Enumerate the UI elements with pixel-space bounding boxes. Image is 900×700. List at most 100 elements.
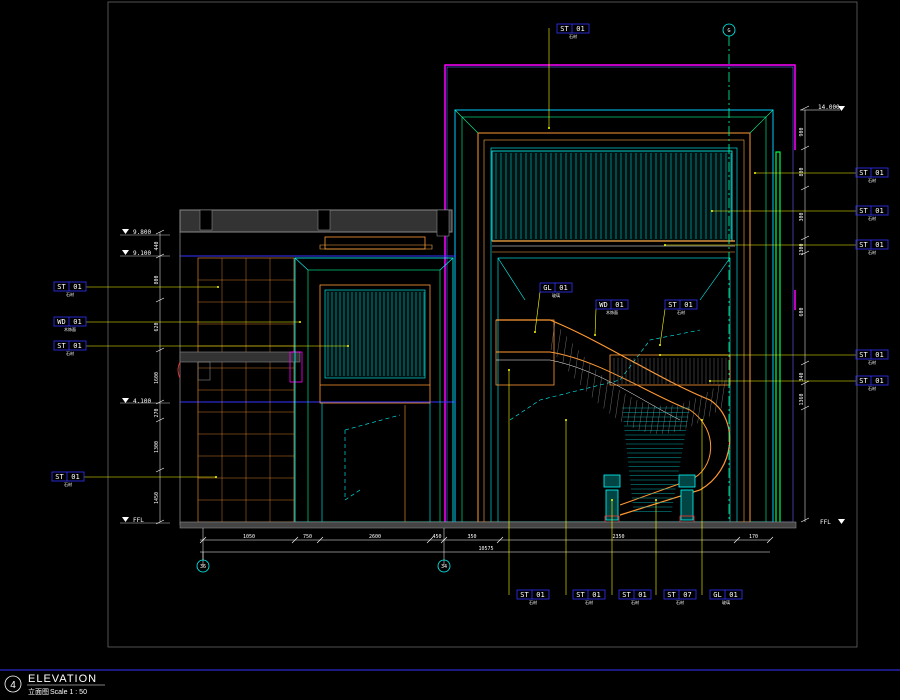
right-dim-label: 300 [799,212,805,221]
tag-number: 01 [615,301,623,309]
tag-number: 07 [683,591,691,599]
tag-code: ST [859,241,868,249]
left-elevation [177,209,456,525]
bottom-dim-label: 750 [303,534,312,540]
tag-code: ST [859,377,868,385]
tag-material: 石材 [868,249,876,255]
left-dim-label: 440 [154,241,160,250]
tag-code: WD [599,301,607,309]
bottom-dim-label: 450 [432,534,441,540]
tag-code: ST [667,591,676,599]
tag-number: 01 [73,318,81,326]
left-dim-label: 270 [154,408,160,417]
svg-text:9.100: 9.100 [133,250,151,257]
svg-text:FFL: FFL [820,519,831,526]
tag-number: 01 [875,351,883,359]
drawing-title: ELEVATION [28,673,97,685]
tag-code: WD [57,318,65,326]
tag-code: ST [520,591,529,599]
level-marker-4100: 4.100 [120,398,170,405]
tag-number: 01 [875,241,883,249]
left-dim-label: 1300 [154,441,160,453]
drawing-number: 4 [10,680,16,691]
tag-code: ST [668,301,677,309]
tag-material: 石材 [66,291,74,297]
tag-material: 木饰面 [64,326,76,332]
left-dim-label: 1450 [154,492,160,504]
tag-material: 石材 [631,599,639,605]
total-dim-label: 10575 [478,546,493,552]
tag-material: 石材 [569,33,577,39]
tag-code: ST [55,473,64,481]
svg-text:4.100: 4.100 [133,398,151,405]
right-dim-label: 1360 [799,393,805,405]
tag-code: ST [57,342,66,350]
drawing-title-cn: 立面图 [28,687,49,696]
tag-material: 石材 [868,385,876,391]
tag-code: ST [859,169,868,177]
tag-code: GL [713,591,721,599]
tag-material: 石材 [868,215,876,221]
tag-material: 石材 [677,309,685,315]
tag-material: 木饰面 [606,309,618,315]
tag-number: 01 [875,377,883,385]
tag-material: 石材 [64,481,72,487]
bottom-dim-label: 2600 [369,534,381,540]
right-dim-label: 800 [799,167,805,176]
left-dim-label: 620 [154,322,160,331]
hall-elevation [444,64,796,527]
drawing-title-block: 4 ELEVATION 立面图 Scale 1 : 50 [4,673,105,696]
tag-material: 玻璃 [552,292,560,298]
right-dim-label: 600 [799,307,805,316]
tag-number: 01 [536,591,544,599]
tag-code: ST [576,591,585,599]
tag-code: ST [859,351,868,359]
svg-text:14.000: 14.000 [818,104,840,111]
svg-text:FFL: FFL [133,517,144,524]
right-dimension-chain [800,109,840,522]
bottom-dim-label: 2350 [612,534,624,540]
tag-number: 01 [875,207,883,215]
tag-material: 石材 [868,177,876,183]
right-dim-label: 900 [799,127,805,136]
tag-code: ST [859,207,868,215]
tag-code: GL [543,284,551,292]
drawing-scale: Scale 1 : 50 [50,689,87,696]
tag-number: 01 [729,591,737,599]
tag-material: 石材 [66,350,74,356]
tag-material: 石材 [676,599,684,605]
tag-number: 01 [559,284,567,292]
grid-bubble-g: G [722,23,736,37]
bottom-dim-label: 350 [467,534,476,540]
right-dim-label: 340 [799,372,805,381]
tag-number: 01 [73,342,81,350]
level-marker-9100: 9.100 [120,250,170,257]
level-marker-top-right: 14.000 [818,104,845,111]
tag-number: 01 [592,591,600,599]
sheet-frame [107,1,858,648]
tag-material: 玻璃 [722,599,730,605]
tag-material: 石材 [868,359,876,365]
svg-text:34: 34 [441,564,447,570]
tag-material: 石材 [585,599,593,605]
tag-number: 01 [684,301,692,309]
left-dim-label: 800 [154,275,160,284]
tag-code: ST [57,283,66,291]
left-dim-label: 1600 [154,372,160,384]
